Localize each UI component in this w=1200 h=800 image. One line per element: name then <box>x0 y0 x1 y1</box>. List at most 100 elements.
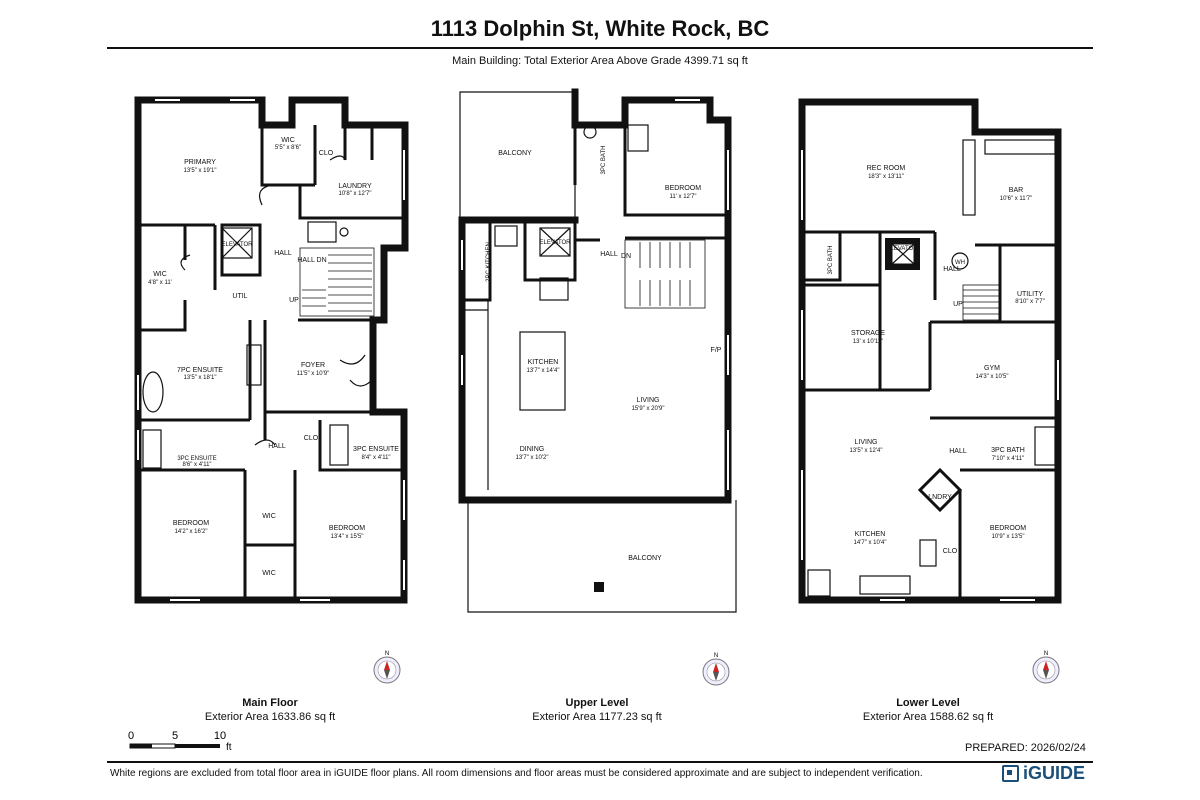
header-divider <box>107 47 1093 49</box>
room-clo-mid-name: CLO <box>304 435 319 442</box>
room-hall-dn-name: HALL DN <box>297 257 326 264</box>
level-upper-area: Exterior Area 1177.23 sq ft <box>532 711 662 723</box>
room-utility-dim: 8'10" x 7'7" <box>1015 299 1045 305</box>
level-lower-caption: Lower Level Exterior Area 1588.62 sq ft <box>808 696 1048 724</box>
room-dining-name: DINING <box>520 446 545 453</box>
room-primary-name: PRIMARY <box>184 159 216 166</box>
room-ensuite3a-name: 3PC ENSUITE <box>177 456 216 462</box>
compass-icon: N <box>373 651 401 684</box>
room-living-lower-name: LIVING <box>855 439 878 446</box>
room-2pc-kitchen-name: 2PC KITCHEN <box>486 242 492 282</box>
room-ensuite3a-dim: 8'6" x 4'11" <box>182 462 211 468</box>
scale-label-0: 0 <box>128 730 134 742</box>
room-wic-top-dim: 5'5" x 8'6" <box>275 145 301 151</box>
room-laundry-dim: 10'8" x 12'7" <box>339 191 372 197</box>
room-foyer-dim: 11'5" x 10'9" <box>297 371 329 377</box>
room-up-lower-name: UP <box>953 301 963 308</box>
room-storage-dim: 13' x 10'11" <box>853 339 883 345</box>
upper-level-plan: BALCONY 3PC BATH BEDROOM 11' x 12'7" ELE… <box>458 88 737 613</box>
level-upper-caption: Upper Level Exterior Area 1177.23 sq ft <box>477 696 717 724</box>
room-bedroom-lower-name: BEDROOM <box>990 525 1026 532</box>
room-elevator-main-name: ELEVATOR <box>221 242 253 248</box>
room-kitchen-lower-dim: 14'7" x 10'4" <box>854 540 887 546</box>
room-ensuite3b-name: 3PC ENSUITE <box>353 446 399 453</box>
room-bedroom-main-1-name: BEDROOM <box>173 520 209 527</box>
room-clo-top-name: CLO <box>319 150 334 157</box>
room-bath3-upper-name: 3PC BATH <box>601 146 607 175</box>
room-storage-name: STORAGE <box>851 330 885 337</box>
room-gym-dim: 14'3" x 10'5" <box>976 374 1009 380</box>
room-bedroom-main-2-name: BEDROOM <box>329 525 365 532</box>
room-util-name: UTIL <box>232 293 247 300</box>
room-ensuite7-dim: 13'5" x 18'1" <box>184 375 217 381</box>
room-fp-name: F/P <box>711 347 722 354</box>
room-bath3-lower-b-name: 3PC BATH <box>991 447 1025 454</box>
room-laundry-name: LAUNDRY <box>338 183 372 190</box>
room-wic-b-name: WIC <box>262 570 276 577</box>
room-dn-upper-name: DN <box>621 253 631 260</box>
compass-icon: N <box>1032 651 1060 684</box>
room-living-upper-dim: 15'9" x 20'9" <box>632 406 665 412</box>
compass-north-label: N <box>385 651 389 657</box>
room-elevator-upper-name: ELEVATOR <box>539 240 571 246</box>
scale-label-5: 5 <box>172 730 178 742</box>
room-foyer-name: FOYER <box>301 362 325 369</box>
room-kitchen-lower-name: KITCHEN <box>855 531 886 538</box>
room-primary-dim: 13'5" x 19'1" <box>184 168 217 174</box>
prepared-date: PREPARED: 2026/02/24 <box>965 742 1086 754</box>
level-lower-area: Exterior Area 1588.62 sq ft <box>862 711 994 723</box>
room-bath3-lower-a-name: 3PC BATH <box>828 246 834 275</box>
room-wic-a-name: WIC <box>262 513 276 520</box>
room-wh-name: WH <box>955 260 965 266</box>
room-hall-main-2-name: HALL <box>268 443 286 450</box>
page-title: 1113 Dolphin St, White Rock, BC <box>430 16 770 41</box>
room-bedroom-upper-dim: 11' x 12'7" <box>670 194 697 200</box>
iguide-logo-text: iGUIDE <box>1023 763 1086 783</box>
scale-label-10: 10 <box>214 730 226 742</box>
room-bedroom-main-1-dim: 14'2" x 16'2" <box>175 529 208 535</box>
room-balcony-top-name: BALCONY <box>498 150 532 157</box>
room-hall-main-1-name: HALL <box>274 250 292 257</box>
room-wic-top-name: WIC <box>281 137 295 144</box>
footer-divider <box>107 761 1093 763</box>
room-gym-name: GYM <box>984 365 1000 372</box>
room-bar-dim: 10'6" x 11'7" <box>1000 196 1032 202</box>
room-hall-lower-1-name: HALL <box>943 266 961 273</box>
room-balcony-bottom-name: BALCONY <box>628 555 662 562</box>
level-upper-name: Upper Level <box>565 697 629 709</box>
room-kitchen-upper-dim: 13'7" x 14'4" <box>527 368 560 374</box>
page-subtitle: Main Building: Total Exterior Area Above… <box>452 55 748 67</box>
level-main-caption: Main Floor Exterior Area 1633.86 sq ft <box>150 696 390 724</box>
room-dining-dim: 13'7" x 10'2" <box>516 455 549 461</box>
scale-bar: 0 5 10 ft <box>128 730 232 753</box>
room-rec-room-name: REC ROOM <box>867 165 906 172</box>
iguide-logo-icon <box>1002 765 1019 782</box>
room-living-upper-name: LIVING <box>637 397 660 404</box>
room-hall-upper-name: HALL <box>600 251 618 258</box>
lower-level-plan: REC ROOM 18'3" x 13'11" BAR 10'6" x 11'7… <box>798 98 1062 604</box>
room-utility-name: UTILITY <box>1017 291 1043 298</box>
iguide-logo: iGUIDE <box>1002 763 1085 784</box>
room-bath3-lower-b-dim: 7'10" x 4'11" <box>992 456 1024 462</box>
room-kitchen-upper-name: KITCHEN <box>528 359 559 366</box>
room-up-main-name: UP <box>289 297 299 304</box>
room-living-lower-dim: 13'5" x 12'4" <box>850 448 883 454</box>
room-lndry-name: LNDRY <box>928 494 952 501</box>
room-bar-name: BAR <box>1009 187 1023 194</box>
room-ensuite3b-dim: 8'4" x 4'11" <box>361 455 390 461</box>
level-main-area: Exterior Area 1633.86 sq ft <box>204 711 336 723</box>
compass-north-label: N <box>1044 651 1048 657</box>
room-hall-lower-2-name: HALL <box>949 448 967 455</box>
main-floor-plan: PRIMARY 13'5" x 19'1" WIC 5'5" x 8'6" CL… <box>134 96 409 604</box>
scale-unit: ft <box>226 742 232 753</box>
room-rec-room-dim: 18'3" x 13'11" <box>868 174 904 180</box>
room-clo-lower-name: CLO <box>943 548 958 555</box>
compass-icon: N <box>702 653 730 686</box>
room-elevator-lower-name: ELEVATOR <box>886 246 918 252</box>
room-bedroom-upper-name: BEDROOM <box>665 185 701 192</box>
room-wic-left-dim: 4'8" x 11' <box>148 280 172 286</box>
room-wic-left-name: WIC <box>153 271 167 278</box>
level-main-name: Main Floor <box>242 697 298 709</box>
room-bedroom-main-2-dim: 13'4" x 15'5" <box>331 534 364 540</box>
